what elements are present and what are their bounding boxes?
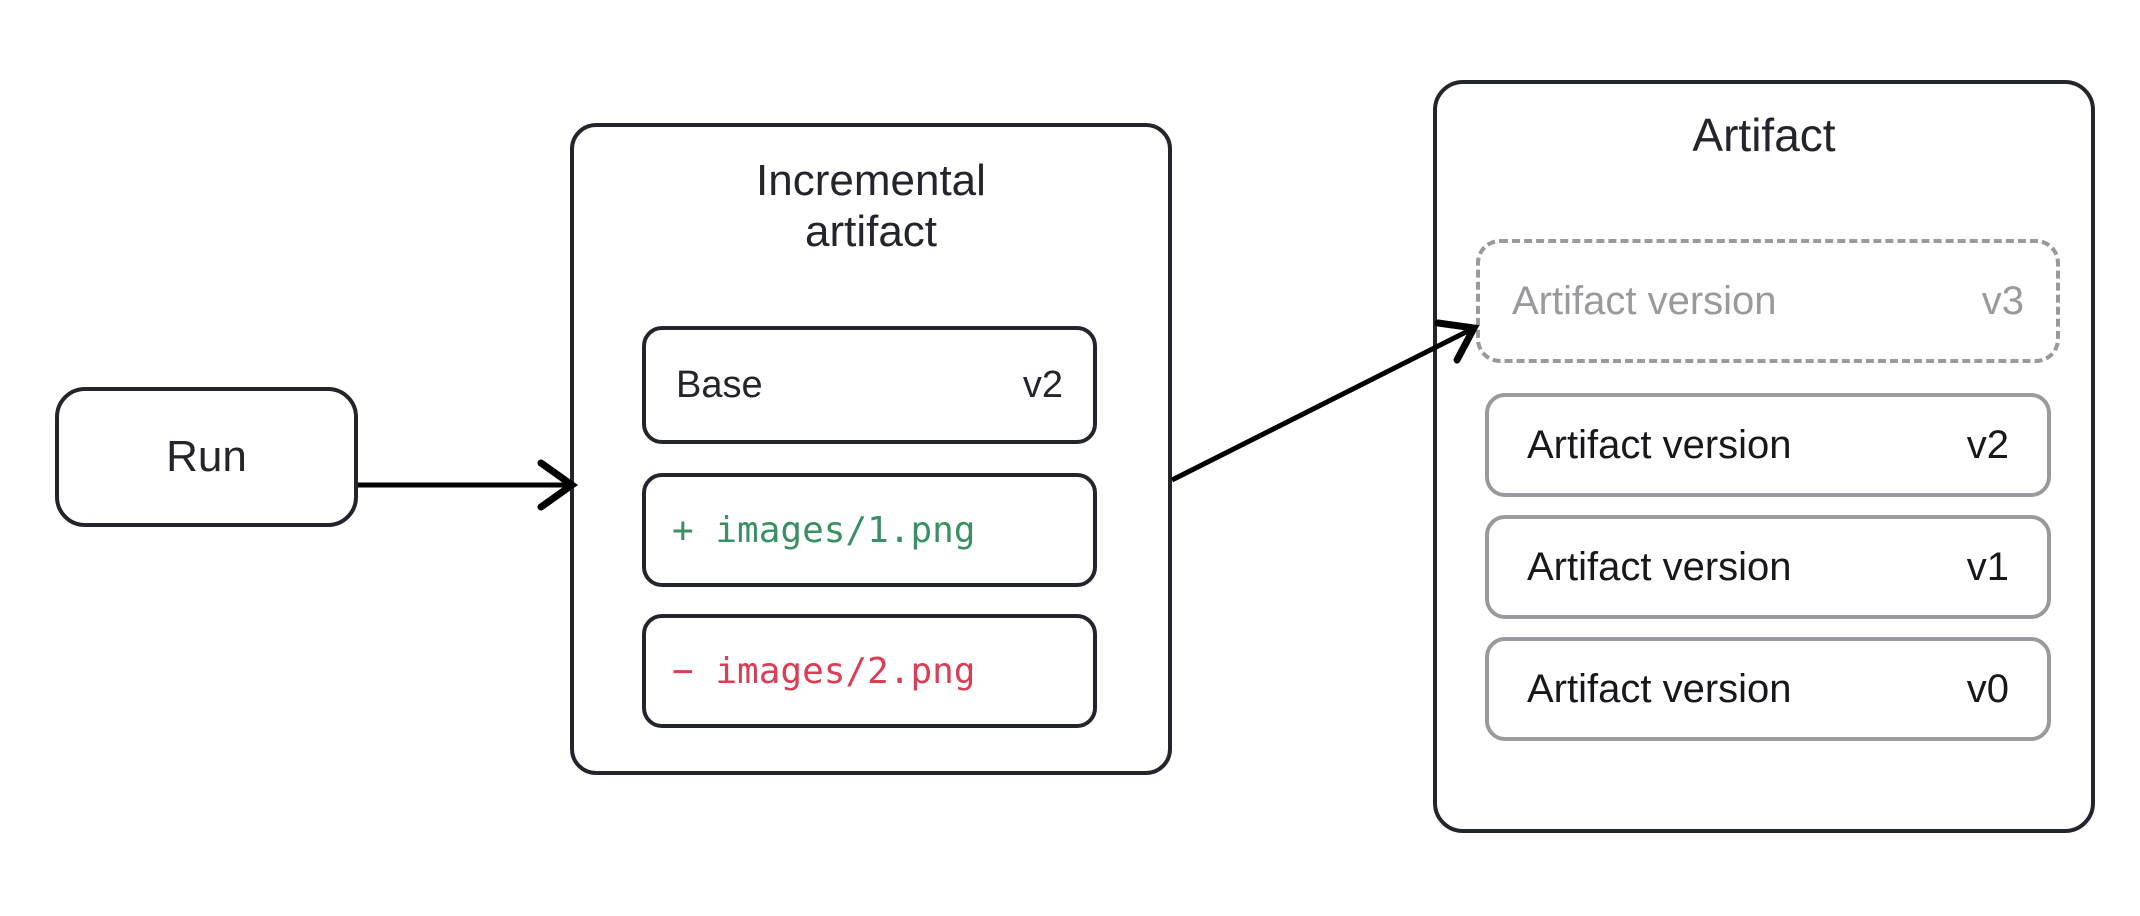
edge-incremental-artifact-to-artifact [1170,319,1480,483]
incremental-base-version: v2 [1022,363,1063,406]
artifact-version-v1-value: v1 [1966,544,2009,589]
artifact-version-v0-label: Artifact version [1527,666,1792,711]
artifact-version-pending-value: v3 [1981,278,2024,323]
incremental-artifact-rows: Base v2 + images/1.png − images/2.png [642,326,1097,728]
diff-remove-sign: − [672,650,694,692]
diff-add-path: images/1.png [715,509,976,551]
incremental-artifact-node[interactable]: Incremental artifact Base v2 + images/1.… [570,123,1172,775]
incremental-base-label: Base [676,363,763,406]
artifact-version-row-pending[interactable]: Artifact version v3 [1476,239,2060,363]
artifact-version-v1-label: Artifact version [1527,544,1792,589]
incremental-artifact-title: Incremental artifact [756,156,986,257]
incremental-diff-row-added[interactable]: + images/1.png [642,473,1097,587]
diff-add-sign: + [672,509,694,551]
artifact-version-rows: Artifact version v3 Artifact version v2 … [1476,239,2060,741]
diff-remove-path: images/2.png [715,650,976,692]
artifact-version-row-v2[interactable]: Artifact version v2 [1485,393,2051,497]
run-label: Run [166,432,247,481]
artifact-version-pending-label: Artifact version [1512,278,1777,323]
artifact-version-v2-value: v2 [1966,422,2009,467]
diff-remove-spacer [694,651,716,692]
incremental-diff-row-removed[interactable]: − images/2.png [642,614,1097,728]
run-node[interactable]: Run [55,387,358,527]
artifact-version-v0-value: v0 [1966,666,2009,711]
artifact-version-row-v1[interactable]: Artifact version v1 [1485,515,2051,619]
edge-run-to-incremental-artifact [358,459,579,511]
artifact-version-row-v0[interactable]: Artifact version v0 [1485,637,2051,741]
artifact-version-v2-label: Artifact version [1527,422,1792,467]
incremental-base-row[interactable]: Base v2 [642,326,1097,444]
artifact-title: Artifact [1692,109,1836,161]
artifact-node[interactable]: Artifact Artifact version v3 Artifact ve… [1433,80,2095,833]
diff-add-spacer [694,510,716,551]
